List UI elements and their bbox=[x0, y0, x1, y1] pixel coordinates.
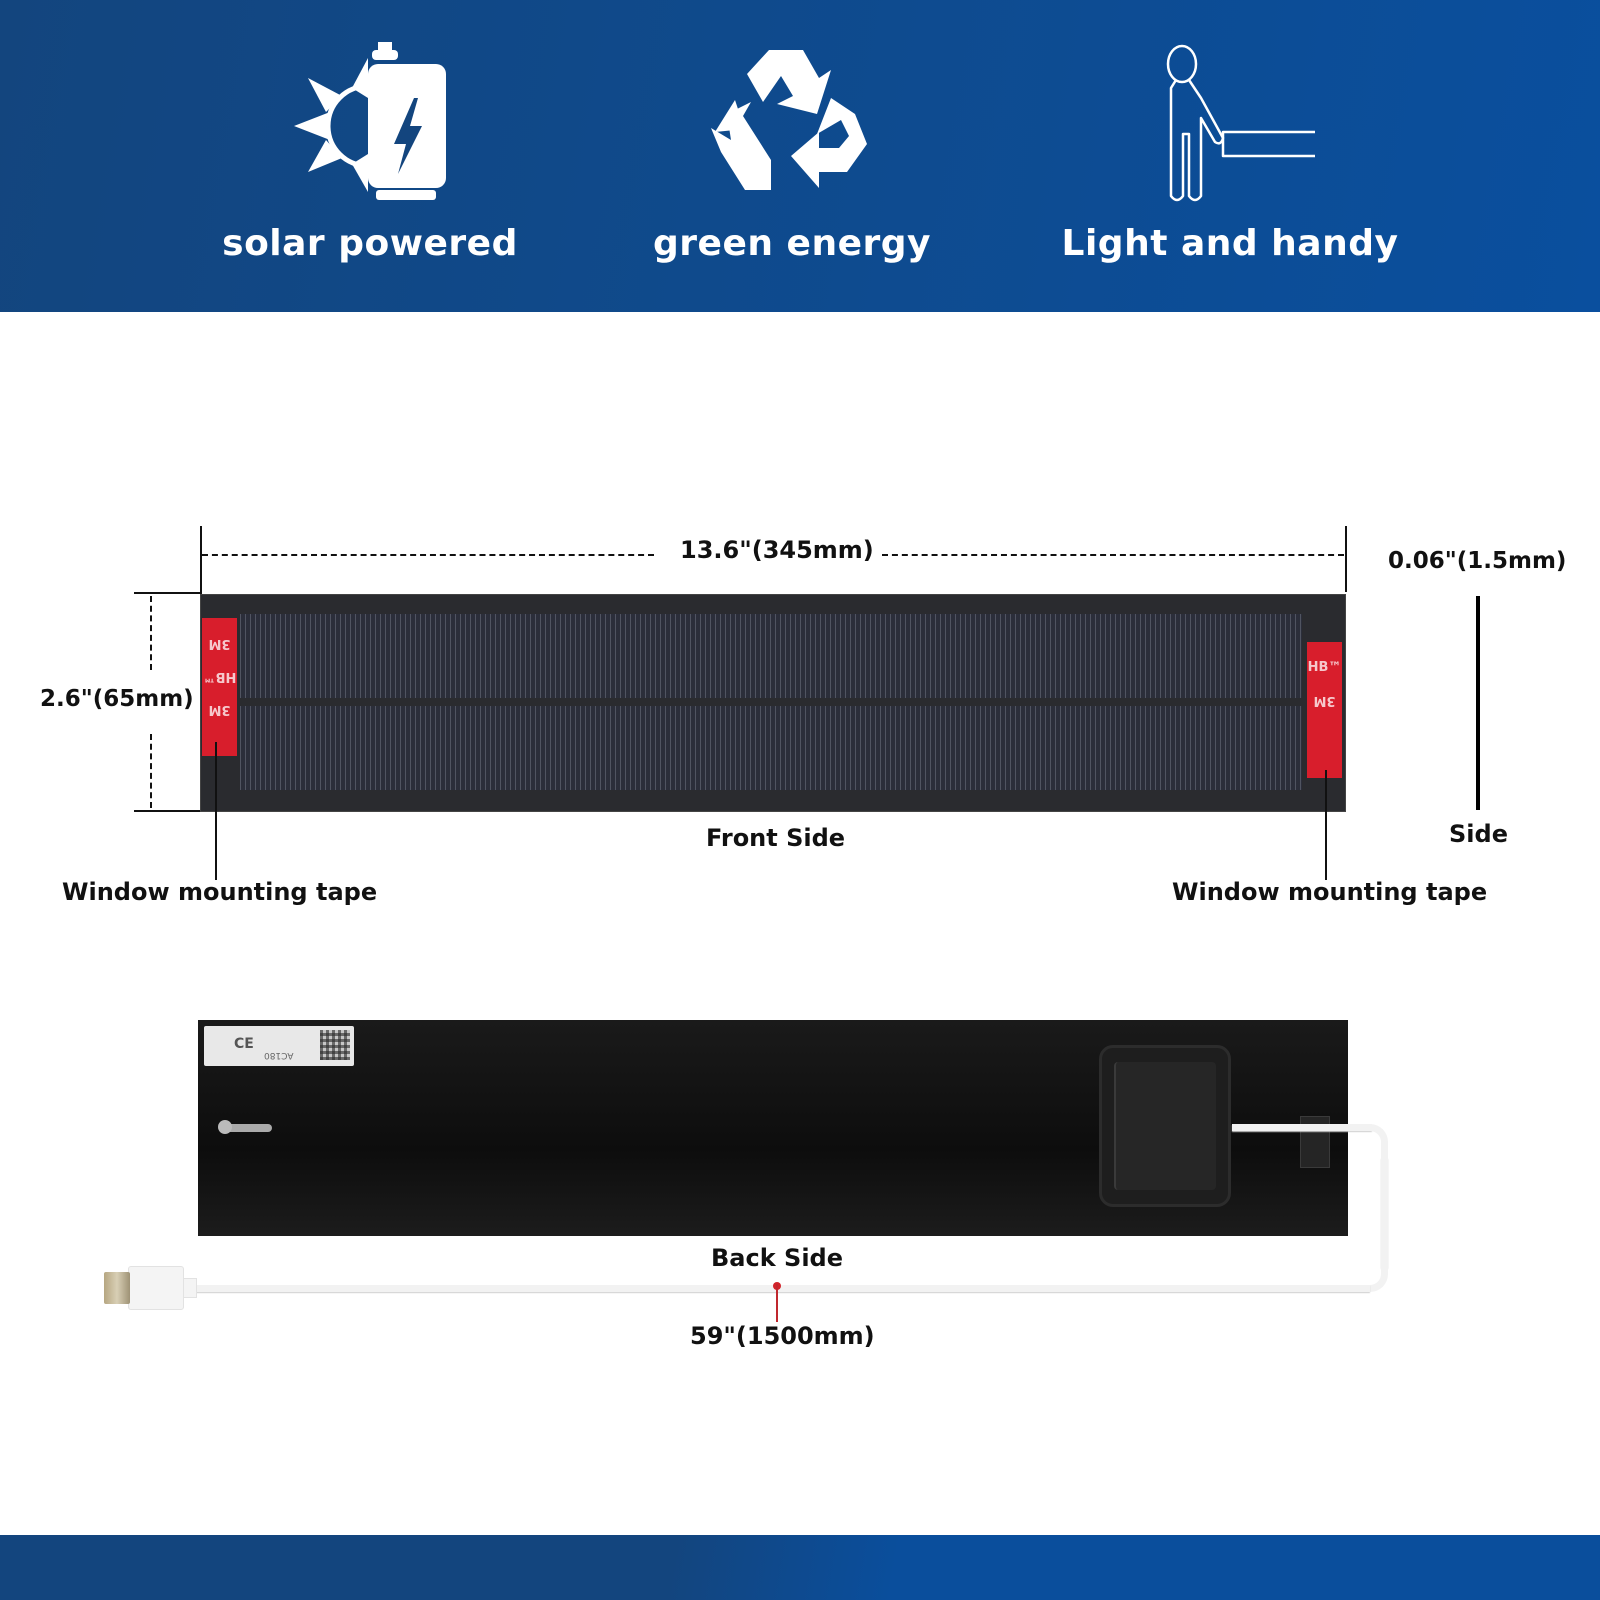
footer-banner bbox=[0, 1535, 1600, 1600]
cable-length-label: 59"(1500mm) bbox=[690, 1322, 875, 1350]
mounting-tape-right: HB™ 3M bbox=[1307, 642, 1342, 778]
person-carrying-panel-icon bbox=[1166, 44, 1315, 202]
cable-segment-vertical bbox=[1381, 1158, 1388, 1268]
solar-battery-icon bbox=[294, 42, 446, 200]
cell-row-bottom bbox=[240, 706, 1302, 790]
thickness-dimension-label: 0.06"(1.5mm) bbox=[1388, 548, 1567, 574]
tape-pointer-left bbox=[215, 742, 217, 880]
cell-row-top bbox=[240, 614, 1302, 698]
height-dim-bottom-tick bbox=[134, 810, 202, 812]
cable-bend-bottom bbox=[1352, 1256, 1388, 1292]
qr-code-icon bbox=[320, 1030, 350, 1060]
cable-length-marker bbox=[776, 1284, 778, 1322]
ce-mark: CE bbox=[234, 1036, 254, 1052]
cable-segment-bottom bbox=[196, 1285, 1370, 1292]
model-number: AC180 bbox=[264, 1050, 294, 1060]
tape-pointer-right bbox=[1325, 770, 1327, 880]
feature-light-and-handy: Light and handy bbox=[1050, 40, 1410, 280]
front-side-caption: Front Side bbox=[706, 824, 846, 852]
terminal-connector bbox=[218, 1120, 272, 1134]
feature-solar-powered: solar powered bbox=[190, 40, 550, 280]
feature-label: Light and handy bbox=[1061, 223, 1399, 264]
micro-usb-plug-icon bbox=[104, 1272, 130, 1304]
width-dim-right-tick bbox=[1345, 526, 1347, 592]
cable-bend-top bbox=[1352, 1124, 1388, 1160]
header-banner: solar powered green energy Light and han bbox=[0, 0, 1600, 312]
solar-cells bbox=[240, 614, 1302, 790]
side-caption: Side bbox=[1449, 820, 1508, 848]
width-dimension-label: 13.6"(345mm) bbox=[680, 536, 874, 564]
feature-label: green energy bbox=[653, 223, 931, 264]
width-dim-left-tick bbox=[200, 526, 202, 594]
height-dim-top-tick bbox=[134, 592, 202, 594]
usb-connector-housing bbox=[128, 1266, 184, 1310]
height-dim-line-top bbox=[150, 596, 152, 670]
product-label-sticker: CE AC180 bbox=[204, 1026, 354, 1066]
tape-label-right: Window mounting tape bbox=[1172, 878, 1488, 906]
width-dim-line-right bbox=[882, 554, 1344, 556]
mounting-tape-left: 3M HB™ 3M bbox=[202, 618, 237, 756]
back-side-caption: Back Side bbox=[711, 1244, 843, 1272]
tape-label-left: Window mounting tape bbox=[62, 878, 378, 906]
usb-strain-relief bbox=[183, 1278, 197, 1298]
panel-side-profile bbox=[1476, 596, 1480, 810]
recycle-icon bbox=[711, 50, 867, 190]
height-dim-line-bottom bbox=[150, 734, 152, 808]
feature-green-energy: green energy bbox=[612, 40, 972, 280]
feature-label: solar powered bbox=[222, 223, 518, 264]
height-dimension-label: 2.6"(65mm) bbox=[40, 686, 194, 712]
width-dim-line-left bbox=[202, 554, 654, 556]
cable-segment-top bbox=[1232, 1124, 1372, 1131]
junction-box bbox=[1099, 1045, 1231, 1207]
